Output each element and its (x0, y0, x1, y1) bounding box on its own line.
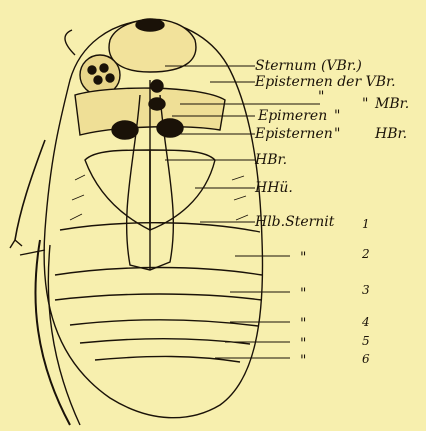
ditto-mark-2: " (300, 250, 306, 266)
antenna (65, 30, 75, 55)
ditto-mark-episternen: " (334, 126, 340, 142)
sternit-5 (80, 339, 250, 344)
ditto-mark-5: " (300, 336, 306, 352)
label-hbr-top: HBr. (374, 126, 407, 142)
ditto-mark-epimeren: " (334, 108, 340, 124)
sternit-3 (55, 294, 262, 300)
ditto-mark-4: " (300, 316, 306, 332)
hind-coxa (85, 150, 150, 230)
sternit-4 (70, 320, 258, 326)
sternit-6 (95, 356, 240, 362)
sternit-number-3: 3 (362, 283, 370, 297)
sternit-number-6: 6 (362, 352, 370, 366)
sternit-2 (55, 268, 262, 276)
beetle-mouth (136, 19, 164, 31)
sternit-number-5: 5 (362, 334, 370, 348)
label-episternen-vbr: Episternen der VBr. (254, 74, 396, 90)
ditto-mark-6: " (300, 353, 306, 369)
label-hlb-sternit: Hlb.Sternit (254, 214, 335, 230)
sternit-1 (60, 223, 260, 232)
sternit-number-2: 2 (361, 247, 370, 261)
label-sternum-vbr: Sternum (VBr.) (255, 58, 362, 74)
front-leg (15, 140, 45, 240)
label-hbr: HBr. (254, 152, 287, 168)
label-mbr: MBr. (374, 96, 409, 112)
sternit-number-1: 1 (362, 217, 370, 231)
ditto-mark-3: " (300, 286, 306, 302)
label-hhu: HHü. (254, 180, 293, 196)
sternit-number-4: 4 (361, 315, 370, 329)
ditto-mark-mbr-left: " (318, 89, 324, 105)
ditto-mark-mbr-right: " (362, 96, 368, 112)
label-episternen: Episternen (254, 126, 333, 142)
beetle-coxa-left (112, 121, 138, 139)
label-epimeren: Epimeren (257, 108, 327, 124)
